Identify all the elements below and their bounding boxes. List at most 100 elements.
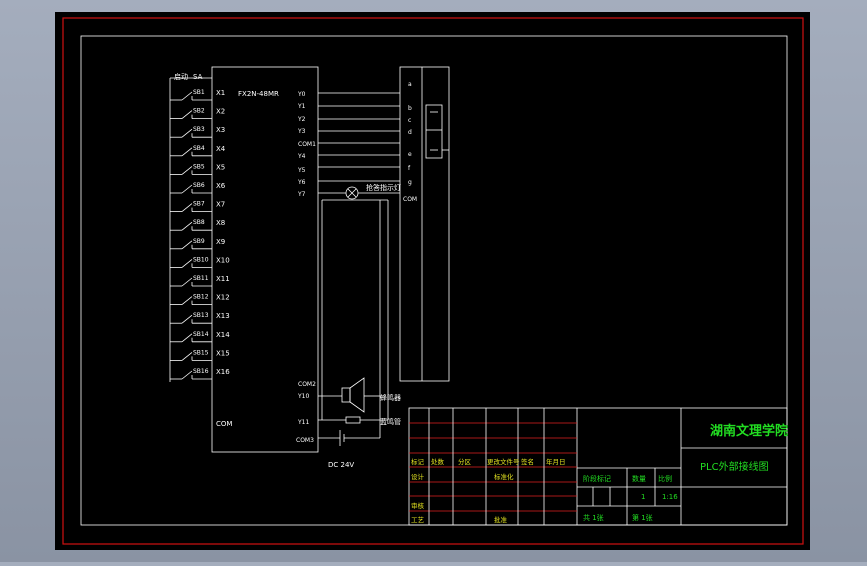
stage-mark: 阶段标记 [583,474,611,483]
outer-border [62,17,804,545]
plc-output-label: Y5 [297,167,306,174]
segment-label: a [408,81,412,88]
plc-output-label: Y2 [297,116,306,123]
plc-input-label: X9 [216,238,225,246]
plc-y11: Y11 [297,419,309,426]
quantity-label: 数量 [632,474,646,483]
plc-com3: COM3 [296,437,314,444]
switch-label: SB5 [193,163,205,170]
plc-model: FX2N-48MR [238,90,279,98]
header-cell: 处数 [431,457,445,466]
switch-label: SB14 [193,331,209,338]
switch-label: SB2 [193,108,205,115]
input-switch [170,370,212,380]
switch-label: SB16 [193,368,209,375]
plc-output-label: Y0 [297,91,306,98]
switch-label: SB9 [193,238,205,245]
switch-label: SB4 [193,145,205,152]
input-switches [170,91,212,380]
buzzer-label: 蜂鸣器 [380,393,401,402]
total-sheets: 共 1张 [583,513,604,522]
display-common: COM [403,196,417,203]
input-switch [170,277,212,287]
plc-com2: COM2 [298,381,316,388]
plc-input-label: X15 [216,349,230,357]
input-switch [170,352,212,361]
input-switch [170,166,212,175]
segment-label: f [408,165,411,172]
school-name: 湖南文理学院 [710,423,788,439]
input-switch [170,110,212,119]
segment-labels: a bcd efg [408,81,412,186]
plc-input-label: X14 [216,331,230,339]
segment-label: b [408,105,412,112]
lamp-label: 抢答指示灯 [366,183,401,192]
switch-label: SB12 [193,294,209,301]
input-switch [170,240,212,250]
segment-label: c [408,117,411,124]
plc-input-label: X7 [216,201,225,209]
segment-label: g [408,179,412,186]
quantity-value: 1 [641,493,645,501]
power-label: DC 24V [328,461,354,469]
input-switch [170,203,212,213]
switch-label: SB6 [193,182,205,189]
switch-label: SB15 [193,349,209,356]
plc-output-label: COM1 [298,141,316,148]
plc-input-label: X4 [216,145,226,153]
plc-output-label: Y7 [297,191,306,198]
switch-label: SB8 [193,219,205,226]
switch-label: SB11 [193,275,209,282]
plc-body [211,66,319,453]
input-switch [170,314,212,324]
alarm-label: 蓝鸣管 [380,417,401,426]
plc-input-label: X10 [216,256,230,264]
plc-output-label: Y4 [297,153,306,160]
header-cell: 签名 [521,457,534,466]
plc-input-label: X3 [216,126,225,134]
drawing-title: PLC外部接线图 [700,460,769,473]
top-left-label-2: SA [193,73,203,81]
input-switch [170,147,212,157]
input-switch [170,128,212,138]
craft-cell: 工艺 [411,516,425,524]
switch-label: SB3 [193,126,205,133]
plc-com-input: COM [216,420,232,428]
input-switch [170,333,212,343]
review-cell: 审核 [411,501,425,510]
seven-seg-glyph [425,104,443,159]
header-cell: 年月日 [546,457,566,466]
input-switch [170,184,212,194]
header-cell: 标记 [411,457,425,466]
switch-label: SB1 [193,89,205,96]
switch-label: SB13 [193,312,209,319]
input-switch [170,221,212,231]
standard-cell: 标准化 [494,472,514,481]
top-left-label: 启动 [174,72,188,81]
segment-label: e [408,151,412,158]
lamp-symbol [345,186,359,200]
drawing-sheet [55,12,810,550]
scale-label: 比例 [658,474,672,483]
segment-label: d [408,129,412,136]
design-cell: 设计 [411,472,425,481]
seven-seg-block [399,66,450,382]
plc-input-label: X1 [216,89,225,97]
plc-output-label: Y6 [297,179,306,186]
plc-output-label: Y1 [297,103,306,110]
plc-input-label: X16 [216,368,230,376]
buzzer-horn [349,377,365,413]
plc-input-label: X8 [216,219,225,227]
title-block [408,407,788,526]
header-cell: 分区 [458,457,472,466]
switch-label: SB7 [193,201,205,208]
plc-input-label: X6 [216,182,226,190]
plc-input-label: X12 [216,294,230,302]
plc-input-labels: X1SB1X2SB2X3SB3X4SB4X5SB5X6SB6X7SB7X8SB8… [193,89,230,376]
input-switch [170,296,212,306]
header-cell: 更改文件号 [487,457,520,466]
approve-cell: 批准 [494,515,508,524]
sheet-number: 第 1张 [632,513,653,522]
